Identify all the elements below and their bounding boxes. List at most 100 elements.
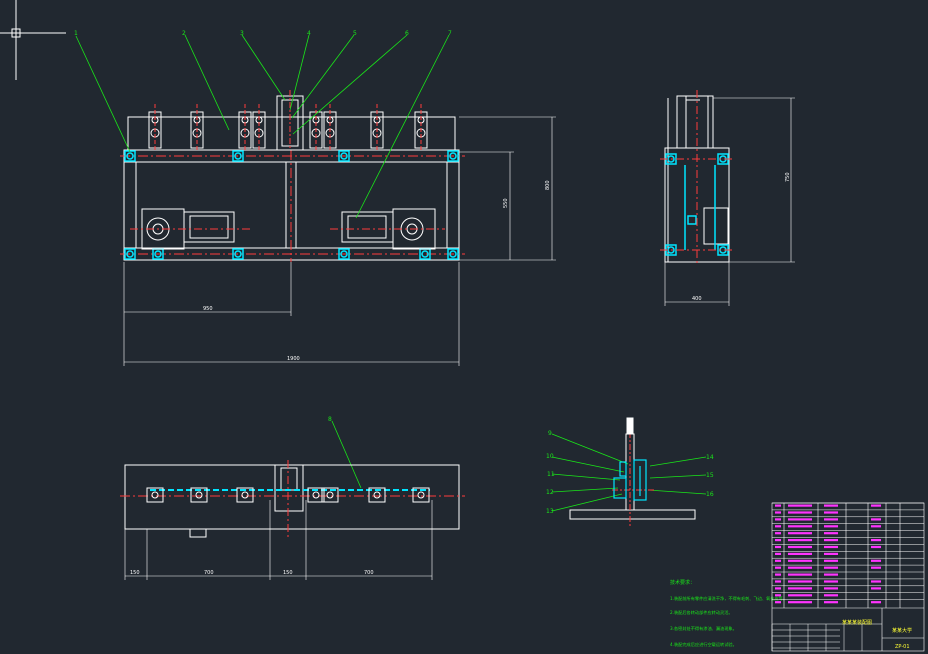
bom-mark (788, 601, 812, 604)
balloon-5: 5 (353, 30, 357, 37)
bom-mark (788, 539, 812, 542)
dim-bottom-2: 700 (204, 570, 214, 576)
bom-mark (871, 525, 881, 528)
parts-list-table[interactable] (771, 502, 925, 652)
bom-mark (788, 552, 812, 555)
bom-mark (824, 539, 838, 542)
bom-mark (775, 504, 781, 507)
bom-mark (824, 511, 838, 514)
bom-mark (871, 539, 881, 542)
right-motor (330, 208, 445, 250)
bom-mark (824, 587, 838, 590)
bom-mark (788, 559, 812, 562)
bom-mark (775, 580, 781, 583)
roller-stand (148, 104, 162, 150)
balloon-12: 12 (546, 489, 554, 496)
bom-mark (824, 545, 838, 549)
balloon-4: 4 (307, 30, 311, 37)
bom-mark (871, 580, 881, 583)
bom-mark (788, 587, 812, 590)
crosshair-cursor (0, 0, 66, 80)
balloon-10: 10 (546, 453, 554, 460)
bom-mark (775, 573, 781, 576)
bom-mark (775, 518, 781, 521)
bom-mark (824, 580, 838, 583)
bom-mark (775, 559, 781, 562)
balloon-13: 13 (546, 508, 554, 515)
bom-mark (824, 552, 838, 555)
roller-stand (370, 104, 384, 150)
bom-mark (775, 552, 781, 555)
bom-mark (775, 525, 781, 528)
plan-view[interactable] (120, 460, 465, 580)
bom-mark (824, 525, 838, 528)
dim-front-width-half: 950 (203, 306, 213, 312)
bom-mark (871, 566, 881, 569)
bom-mark (871, 587, 881, 590)
drawing-name: 某某某装配图 (842, 619, 872, 626)
bom-mark (775, 594, 781, 597)
bom-mark (788, 525, 812, 528)
balloon-7: 7 (448, 30, 452, 37)
title-block-text: 某某某装配图 某某大学 ZP-01 (842, 619, 912, 650)
plan-roller (321, 487, 339, 503)
bom-mark (824, 532, 838, 535)
balloon-14: 14 (706, 454, 714, 461)
bom-mark (775, 566, 781, 569)
drawing-number: ZP-01 (895, 644, 910, 650)
balloon-11: 11 (547, 471, 555, 478)
bom-mark (824, 518, 838, 521)
bom-mark (775, 601, 781, 604)
section-detail[interactable] (569, 417, 696, 526)
dim-bottom-1: 150 (130, 570, 140, 576)
bom-mark (824, 594, 838, 597)
bom-mark (871, 504, 881, 507)
balloon-labels: 1 2 3 4 5 6 7 8 9 10 11 12 13 14 15 16 (74, 30, 714, 515)
dim-bottom-3: 150 (283, 570, 293, 576)
company-name: 某某大学 (892, 627, 912, 634)
plan-roller (307, 487, 325, 503)
bom-mark (775, 539, 781, 542)
dim-front-height-inner: 550 (503, 198, 509, 208)
balloon-16: 16 (706, 491, 714, 498)
plan-roller (190, 487, 208, 503)
plan-dims: 150 700 150 700 (130, 570, 374, 576)
roller-stand (414, 104, 428, 150)
bom-mark (775, 545, 781, 549)
bom-mark (824, 504, 838, 507)
balloon-9: 9 (548, 430, 552, 437)
bom-mark (871, 518, 881, 521)
technical-notes: 技术要求： 1.装配前所有零件应清洗干净，不得有毛刺、飞边、氧化皮等。 2.装配… (670, 579, 787, 648)
dim-side-width: 400 (692, 296, 702, 302)
bom-mark (788, 545, 812, 549)
left-motor (130, 208, 250, 250)
parts-list-text (775, 504, 881, 604)
plan-roller (236, 487, 254, 503)
notes-line-3: 3.各密封处不得有渗油、漏油现象。 (670, 625, 737, 632)
balloon-6: 6 (405, 30, 409, 37)
bom-mark (871, 559, 881, 562)
bom-mark (824, 601, 838, 604)
roller-stand (252, 104, 266, 150)
balloon-8: 8 (328, 416, 332, 423)
bom-mark (871, 545, 881, 549)
bom-mark (871, 601, 881, 604)
bom-mark (788, 504, 812, 507)
roller-stand (323, 104, 337, 150)
bom-mark (775, 532, 781, 535)
dim-side-height: 750 (785, 172, 791, 182)
roller-stand (190, 104, 204, 150)
front-view[interactable]: 800 550 950 1900 (120, 90, 556, 366)
bom-mark (788, 573, 812, 576)
bom-mark (775, 511, 781, 514)
plan-roller (412, 487, 430, 503)
notes-line-2: 2.装配后各转动部件应转动灵活。 (670, 609, 733, 616)
balloon-1: 1 (74, 30, 78, 37)
plan-roller (146, 487, 164, 503)
balloon-3: 3 (240, 30, 244, 37)
leader-lines (75, 34, 707, 512)
dim-bottom-4: 700 (364, 570, 374, 576)
side-view[interactable] (660, 90, 795, 306)
bom-mark (788, 580, 812, 583)
